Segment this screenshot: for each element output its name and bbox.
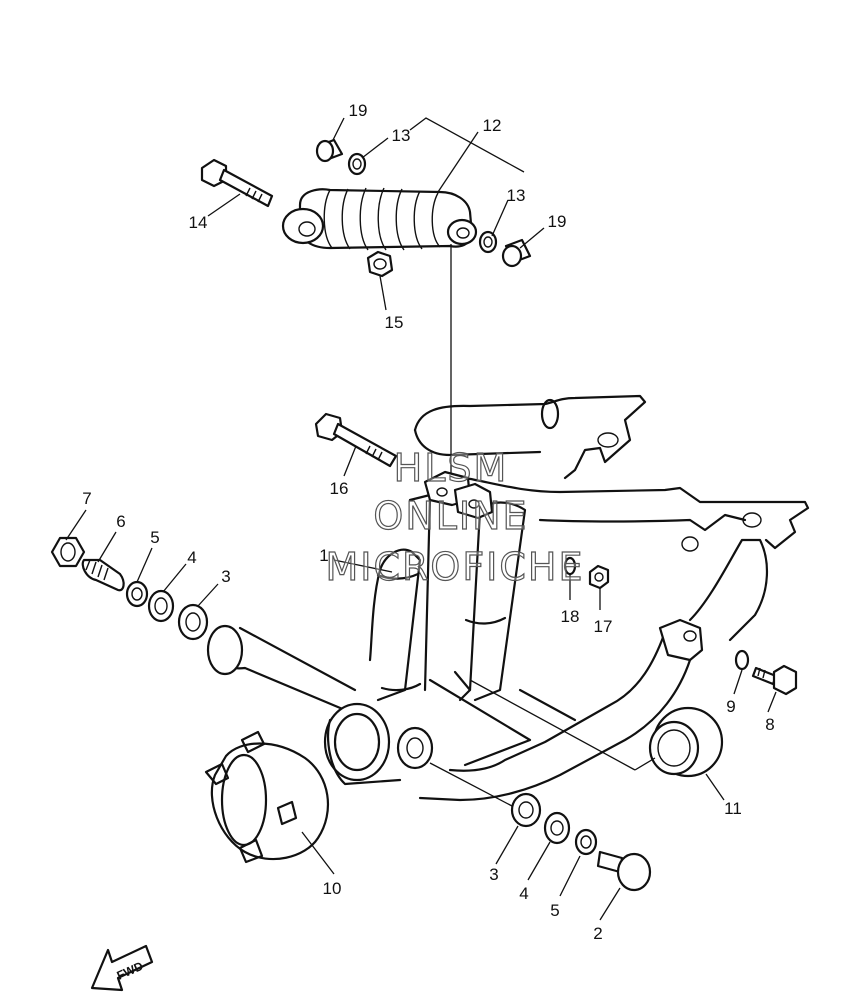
bearing-3-upper [177, 603, 209, 641]
callout-17: 17 [594, 617, 613, 636]
callout-3-upper: 3 [221, 567, 230, 586]
watermark-line-1: HLSM [394, 446, 509, 490]
rear-shock-absorber [281, 187, 478, 251]
callout-4-lower: 4 [519, 884, 528, 903]
nut-17 [588, 564, 610, 590]
callout-2: 2 [593, 924, 602, 943]
nut-7 [50, 536, 86, 568]
pivot-shaft-6 [81, 558, 125, 592]
callout-18: 18 [561, 607, 580, 626]
bolt-14 [200, 158, 274, 208]
oil-seal-4-upper [147, 589, 175, 623]
callout-7: 7 [82, 489, 91, 508]
callout-13-bottom: 13 [507, 186, 526, 205]
leader-lines [65, 117, 777, 921]
watermark-line-3: MICROFICHE [325, 545, 584, 589]
callout-5-upper: 5 [150, 528, 159, 547]
bearing-3-lower [510, 792, 542, 828]
pivot-bolt-2 [596, 850, 652, 892]
collar-19-upper [315, 138, 344, 163]
washer-9 [734, 649, 750, 671]
callout-1: 1 [319, 546, 328, 565]
callout-numbers: 19 13 12 13 19 14 15 16 1 7 6 5 4 3 18 1… [82, 101, 774, 943]
chain-cover-10 [204, 730, 330, 864]
forward-arrow-icon: FWD [90, 944, 154, 992]
callout-10: 10 [323, 879, 342, 898]
watermark-line-2: ONLINE [373, 494, 528, 538]
callout-19-bottom: 19 [548, 212, 567, 231]
bolt-16 [314, 412, 398, 468]
washer-13-upper [347, 152, 367, 176]
callout-14: 14 [189, 213, 208, 232]
cap-11 [648, 706, 724, 778]
callout-5-lower: 5 [550, 901, 559, 920]
callout-3-lower: 3 [489, 865, 498, 884]
callout-6: 6 [116, 512, 125, 531]
watermark: HLSM ONLINE MICROFICHE [325, 445, 584, 589]
oil-seal-4-lower [543, 811, 571, 845]
callout-12: 12 [483, 116, 502, 135]
swingarm [206, 394, 810, 802]
callout-4-upper: 4 [187, 548, 196, 567]
collar-5-upper [125, 580, 149, 608]
callout-11: 11 [724, 799, 742, 818]
collar-19-lower [501, 238, 532, 268]
callout-13-top: 13 [392, 126, 411, 145]
callout-8: 8 [765, 715, 774, 734]
washer-13-lower [478, 230, 498, 254]
bolt-8 [751, 664, 798, 696]
nut-15 [366, 250, 394, 278]
callout-9: 9 [726, 697, 735, 716]
callout-15: 15 [385, 313, 404, 332]
callout-16: 16 [330, 479, 349, 498]
callout-19-top: 19 [349, 101, 368, 120]
collar-5-lower [574, 828, 598, 856]
